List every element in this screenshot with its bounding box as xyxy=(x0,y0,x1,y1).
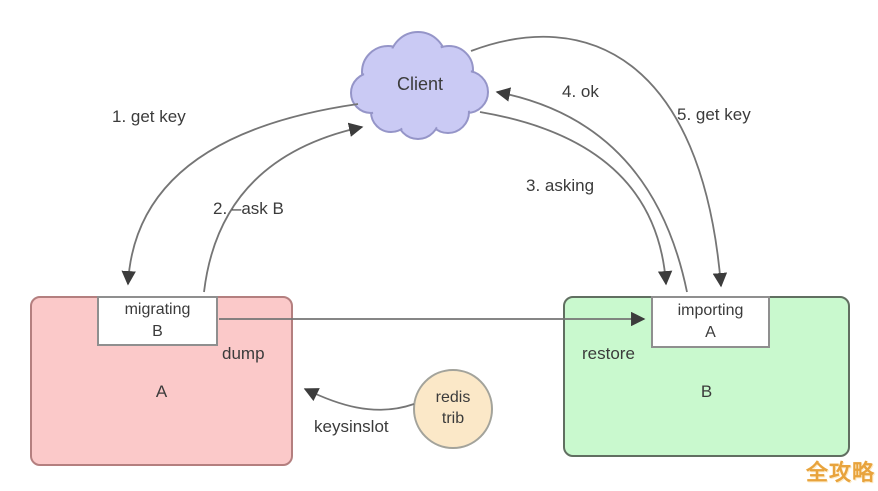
client-label: Client xyxy=(396,74,444,94)
keysinslot-label: keysinslot xyxy=(314,417,389,436)
arrow-step5-get-key xyxy=(470,35,728,288)
tab-b-line1: importing xyxy=(677,302,744,320)
arrow-step4-ok xyxy=(495,87,688,293)
restore-label: restore xyxy=(582,344,635,363)
node-b-label: B xyxy=(700,382,713,401)
step2-label: 2. –ask B xyxy=(213,199,284,218)
client-cloud-shape xyxy=(350,31,489,140)
watermark: 全攻略 xyxy=(805,460,875,485)
arrow-step3-asking xyxy=(479,111,673,286)
redis-trib-circle xyxy=(413,369,493,449)
step4-label: 4. ok xyxy=(562,82,599,101)
tab-a-line1: migrating xyxy=(124,301,191,319)
node-a-label: A xyxy=(155,382,168,401)
step3-label: 3. asking xyxy=(526,176,595,195)
arrow-keysinslot xyxy=(303,388,415,411)
step5-label: 5. get key xyxy=(677,105,751,124)
arrow-step2-ask-b xyxy=(203,122,364,293)
arrow-step1-get-key xyxy=(121,103,359,286)
redis-trib-label: redis trib xyxy=(413,388,493,430)
tab-a-line2: B xyxy=(152,323,163,340)
dump-label: dump xyxy=(222,344,265,363)
step1-label: 1. get key xyxy=(112,107,186,126)
node-a-migrating-tab: migrating B xyxy=(97,296,218,346)
redis-trib-line2: trib xyxy=(441,409,465,427)
node-b-importing-tab: importing A xyxy=(651,296,770,348)
redis-trib-line1: redis xyxy=(435,389,471,406)
tab-b-line2: A xyxy=(705,324,716,341)
